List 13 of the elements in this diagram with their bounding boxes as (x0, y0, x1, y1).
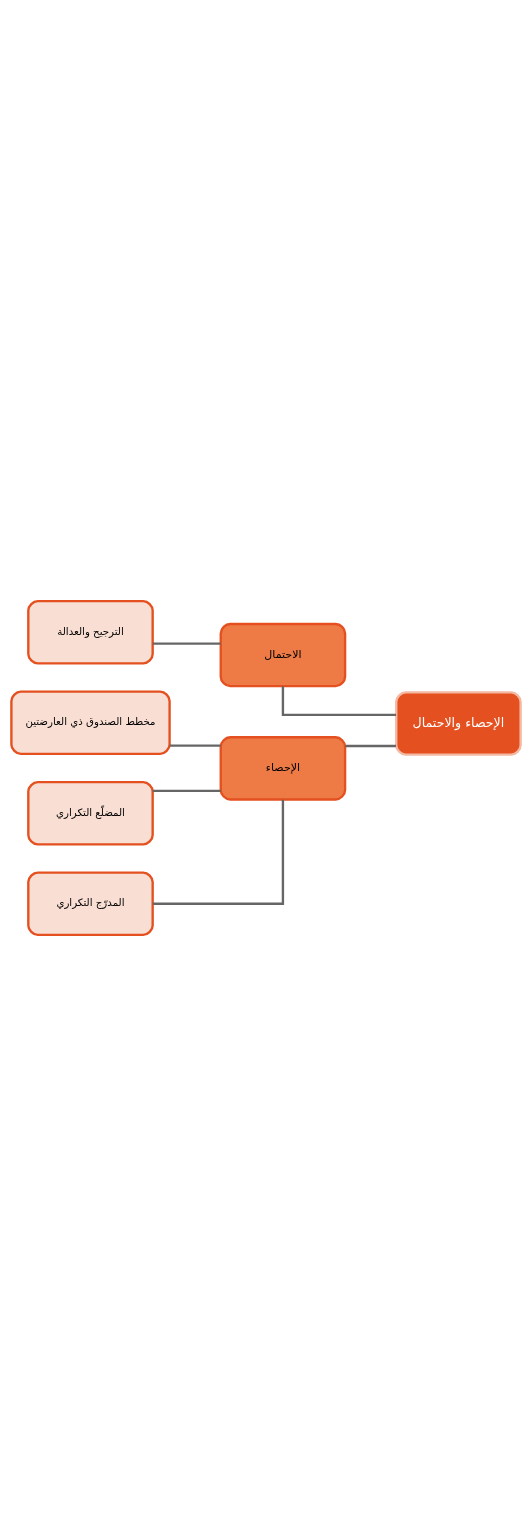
node-box: الإحصاء (219, 735, 347, 801)
connector (152, 641, 221, 645)
node-box: مخطط الصندوق ذي العارضتين (10, 690, 171, 755)
node-box: المضلّع التكراري (27, 780, 154, 845)
node-box: المدرّج التكراري (27, 871, 154, 936)
connector (281, 685, 397, 716)
node-box: الإحصاء والاحتمال (395, 690, 522, 756)
connector (152, 799, 285, 905)
connector (345, 744, 397, 747)
connector (169, 743, 221, 747)
node-box: الترجيح والعدالة (27, 599, 154, 664)
node-box: الاحتمال (219, 622, 347, 687)
connector (152, 789, 221, 792)
